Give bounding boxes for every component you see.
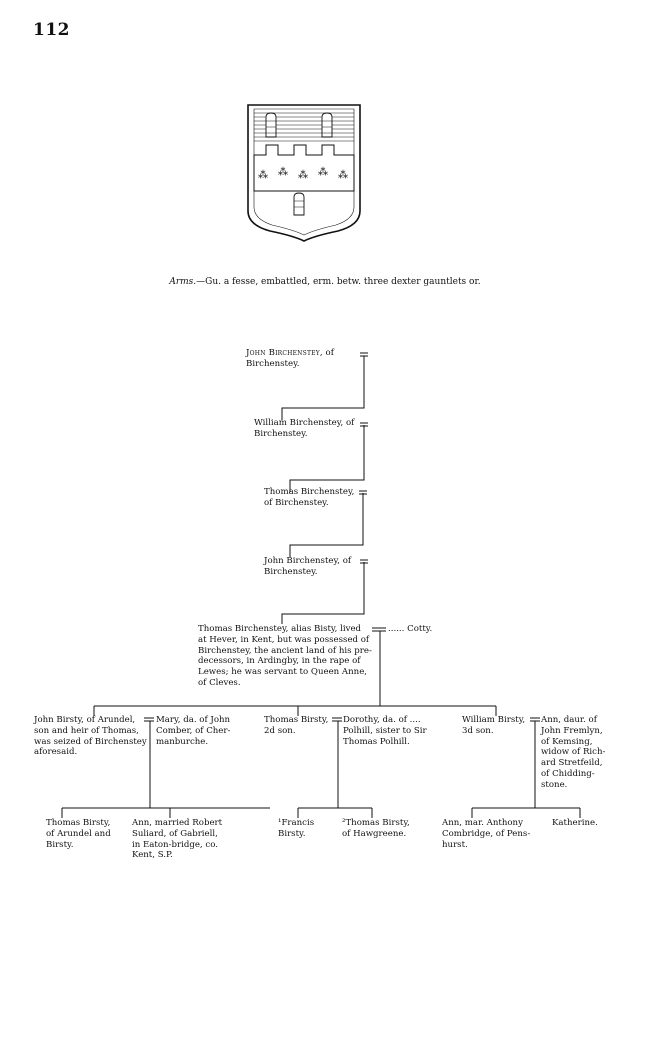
child-1: John Birsty, of Arundel, son and heir of… bbox=[34, 715, 147, 758]
coat-of-arms: ⁂ ⁂ ⁂ ⁂ ⁂ bbox=[247, 104, 361, 242]
grandchild-4: ²Thomas Birsty, of Hawgreene. bbox=[342, 818, 410, 839]
spouse-cotty: ...... Cotty. bbox=[388, 624, 433, 634]
child-1-spouse: Mary, da. of John Comber, of Cher- manbu… bbox=[156, 715, 231, 747]
person-detail: of Birchenstey. bbox=[246, 348, 334, 369]
person-name: William Birchenstey, bbox=[254, 418, 344, 428]
person-name: John Birchenstey, bbox=[264, 556, 340, 566]
person-detail: of Birchenstey. bbox=[264, 497, 329, 508]
person-gen3: Thomas Birchenstey, of Birchenstey. bbox=[264, 487, 354, 509]
grandchild-1: Thomas Birsty, of Arundel and Birsty. bbox=[46, 818, 111, 850]
svg-text:⁂: ⁂ bbox=[318, 167, 328, 178]
child-2-spouse: Dorothy, da. of .... Polhill, sister to … bbox=[343, 715, 427, 747]
arms-label: Arms. bbox=[169, 277, 197, 287]
svg-text:⁂: ⁂ bbox=[278, 167, 288, 178]
child-3: William Birsty, 3d son. bbox=[462, 715, 526, 736]
person-detail: of Birchenstey. bbox=[254, 418, 355, 439]
page-number: 112 bbox=[33, 20, 70, 40]
person-gen4: John Birchenstey, of Birchenstey. bbox=[264, 556, 351, 578]
person-name: Thomas Birchenstey, bbox=[198, 624, 289, 634]
svg-text:⁂: ⁂ bbox=[298, 170, 308, 181]
person-gen1: John Birchenstey, of Birchenstey. bbox=[246, 348, 334, 370]
child-3-spouse: Ann, daur. of John Fremlyn, of Kemsing, … bbox=[541, 715, 606, 790]
svg-text:⁂: ⁂ bbox=[338, 170, 348, 181]
grandchild-6: Katherine. bbox=[552, 818, 598, 828]
child-2: Thomas Birsty, 2d son. bbox=[264, 715, 329, 736]
arms-blazon: Arms.—Gu. a fesse, embattled, erm. betw.… bbox=[0, 277, 650, 287]
arms-text: —Gu. a fesse, embattled, erm. betw. thre… bbox=[196, 277, 481, 287]
person-name: Thomas Birchenstey, bbox=[264, 487, 355, 497]
person-detail: alias Bisty, lived at Hever, in Kent, bu… bbox=[198, 624, 372, 688]
person-gen5: Thomas Birchenstey, alias Bisty, lived a… bbox=[198, 624, 378, 689]
person-gen2: William Birchenstey, of Birchenstey. bbox=[254, 418, 354, 440]
grandchild-2: Ann, married Robert Suliard, of Gabriell… bbox=[132, 818, 223, 861]
grandchild-3: ¹Francis Birsty. bbox=[278, 818, 315, 839]
grandchild-5: Ann, mar. Anthony Combridge, of Pens- hu… bbox=[442, 818, 531, 850]
person-name: John Birchenstey, bbox=[246, 348, 323, 358]
person-detail: of Birchenstey. bbox=[264, 556, 352, 577]
svg-text:⁂: ⁂ bbox=[258, 170, 268, 181]
